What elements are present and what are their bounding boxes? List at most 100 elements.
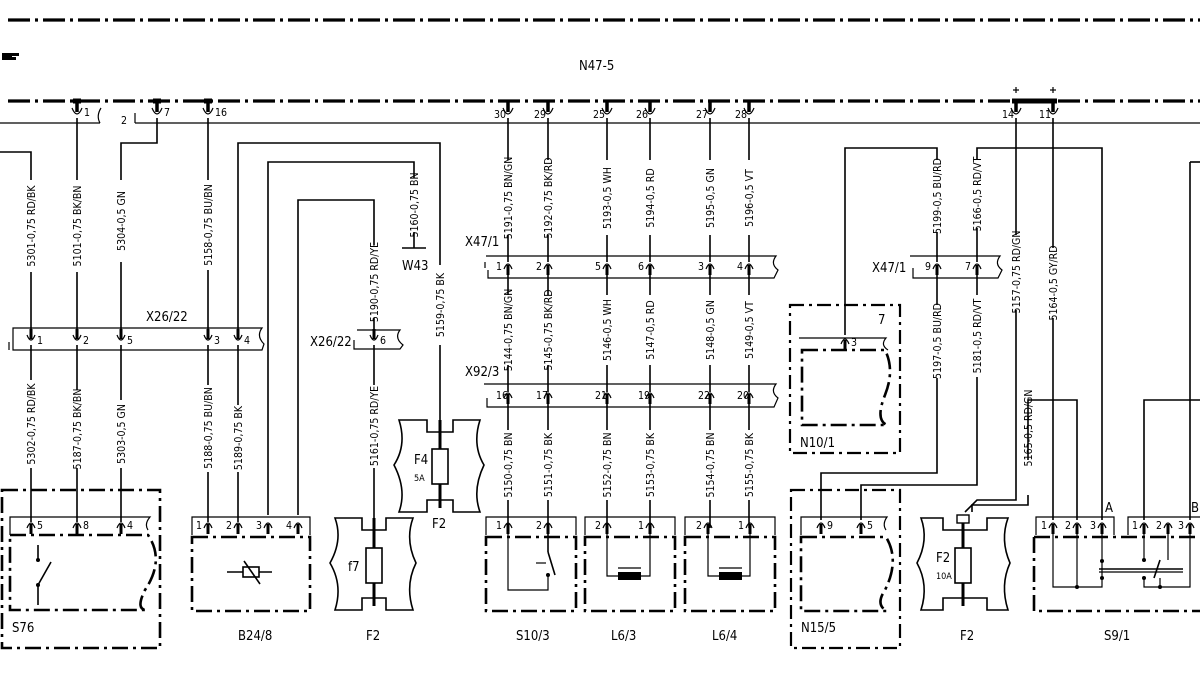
module-title: N47-5 [579, 59, 614, 74]
wire-label-5181: 5181-0,5 RD/VT [972, 298, 984, 373]
svg-text:B: B [1191, 501, 1199, 516]
pin-label: 3 [1090, 520, 1096, 532]
module-pin-1: 1 [71, 101, 90, 119]
pin-label: 20 [737, 390, 749, 402]
module-pin-14: 14 [1002, 101, 1022, 121]
wire-label-5191: 5191-0,75 BN/GN [503, 157, 515, 240]
connector-x47-1-b: X47/1 [872, 255, 1003, 279]
component-l6-4: L6/4 [683, 516, 777, 644]
s76-pin: 5 [26, 520, 43, 534]
pin-label: 1 [496, 261, 502, 273]
wire-label-5151: 5151-0,75 BK [543, 432, 555, 497]
component-n10-1: 7 3 N10/1 [788, 303, 902, 455]
s76-pin: 8 [72, 520, 89, 534]
n15-5-pin: 5 [856, 520, 873, 534]
wire-label-5190: 5190-0,75 RD/YE [369, 242, 381, 322]
pin-label: 7 [965, 261, 971, 273]
connector-x26-22-b: X26/22 [310, 329, 404, 350]
x26-22-pin: 5 [116, 329, 133, 347]
x47-1-pin: 2 [536, 261, 553, 275]
x47-1-pin: 7 [965, 261, 982, 275]
svg-text:X92/3: X92/3 [465, 365, 499, 380]
module-pin-label: 14 [1002, 109, 1014, 121]
x92-3-pin: 20 [737, 390, 754, 404]
svg-text:N15/5: N15/5 [801, 621, 836, 636]
pointing-hand-icon [2, 53, 19, 60]
component-n15-5: N15/5 [789, 488, 902, 650]
pin-label: 1 [37, 335, 43, 347]
svg-text:X26/22: X26/22 [310, 335, 352, 350]
b24-8-pin: 2 [226, 520, 243, 534]
module-pin-11: 11 [1039, 101, 1059, 121]
wire-label-5155: 5155-0,75 BK [744, 432, 756, 497]
pin-label: 2 [1065, 520, 1071, 532]
x92-3-pin: 22 [698, 390, 715, 404]
pin-label: 2 [595, 520, 601, 532]
b24-8-pin: 1 [196, 520, 213, 534]
wire-label-5144: 5144-0,75 BN/GN [503, 289, 515, 372]
n15-5-pin: 9 [816, 520, 833, 534]
svg-text:X26/22: X26/22 [146, 310, 188, 325]
pin-label: 5 [127, 335, 133, 347]
x47-1-pin: 1 [496, 261, 513, 275]
wire-label-5188: 5188-0,75 BU/BN [203, 387, 215, 469]
svg-text:S10/3: S10/3 [516, 629, 550, 644]
wire-label-5157: 5157-0,75 RD/GN [1011, 231, 1023, 314]
module-pin-label: 26 [636, 109, 648, 121]
pin-label: 16 [496, 390, 508, 402]
wire-label-5152: 5152-0,75 BN [602, 432, 614, 497]
wire-label-5148: 5148-0,5 GN [705, 300, 717, 360]
component-s10-3: S10/3 [484, 516, 578, 644]
pin-label: 1 [496, 520, 502, 532]
x92-3-pin: 17 [536, 390, 553, 404]
wire-label-5303: 5303-0,5 GN [116, 404, 128, 464]
s10-3-pin: 2 [536, 520, 553, 534]
component-f2-f2: F2 10A F2 [916, 514, 1011, 644]
pin-label: 22 [698, 390, 710, 402]
wire-label-5154: 5154-0,75 BN [705, 432, 717, 497]
module-pin-label: 28 [735, 109, 747, 121]
l6-3-pin: 1 [638, 520, 655, 534]
svg-text:F4: F4 [414, 453, 428, 468]
wire-label-5153: 5153-0,75 BK [645, 432, 657, 497]
wire-label-5147: 5147-0,5 RD [645, 300, 657, 359]
pin-label: 2 [696, 520, 702, 532]
x26-22-pin: 3 [203, 329, 220, 347]
pin-label: 9 [827, 520, 833, 532]
w43-label: W43 [402, 259, 428, 274]
pin-label: 1 [738, 520, 744, 532]
module-pin-label: 29 [534, 109, 546, 121]
x47-1-pin: 5 [595, 261, 612, 275]
pin-label: 8 [83, 520, 89, 532]
s9-1-pin-b: 3 [1178, 520, 1195, 534]
wire-label-5164: 5164-0,5 GY/RD [1048, 245, 1060, 320]
svg-text:7: 7 [878, 313, 885, 328]
s9-1-pin-a: 2 [1065, 520, 1082, 534]
pin-label: 19 [638, 390, 650, 402]
wire-label-5145: 5145-0,75 BK/RD [543, 289, 555, 370]
pin-label: 2 [536, 520, 542, 532]
wire-label-5192: 5192-0,75 BK/RD [543, 157, 555, 238]
b24-8-pin: 3 [256, 520, 273, 534]
pin-label: 3 [214, 335, 220, 347]
svg-text:A: A [1105, 501, 1113, 516]
pin-label: 3 [1178, 520, 1184, 532]
pin-label: 4 [286, 520, 292, 532]
wire-label-5166: 5166-0,5 RD/VT [972, 156, 984, 231]
wire-label-5165: 5165-0,5 RD/GN [1023, 390, 1035, 467]
svg-text:F2: F2 [936, 551, 950, 566]
wire-label-5189: 5189-0,75 BK [233, 405, 245, 470]
pin-label: 3 [698, 261, 704, 273]
component-f2-f4: F4 5A F2 [393, 419, 485, 532]
module-pin-label: 16 [215, 107, 227, 119]
pin-label: 17 [536, 390, 548, 402]
x47-1-pin: 6 [638, 261, 655, 275]
module-pin-29: 29 [534, 101, 554, 121]
x47-1-pin: 3 [698, 261, 715, 275]
svg-text:X47/1: X47/1 [872, 261, 906, 276]
x92-3-pin: 19 [638, 390, 655, 404]
svg-text:10A: 10A [936, 572, 952, 582]
svg-text:F2: F2 [366, 629, 380, 644]
pin-label: 5 [867, 520, 873, 532]
